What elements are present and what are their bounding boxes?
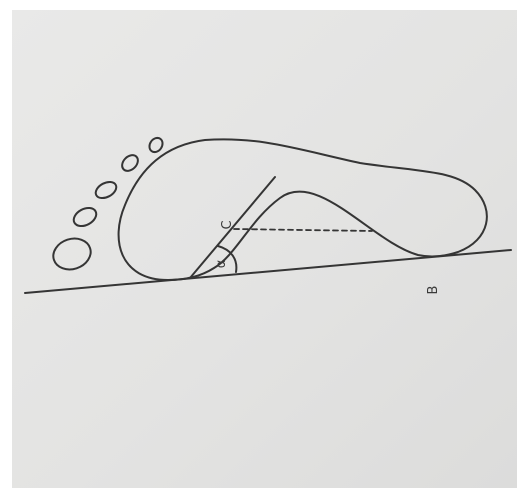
label-point-c: C [220,220,235,229]
label-angle: α [214,260,229,269]
label-point-b: B [426,286,441,295]
paper-sheet [12,10,517,488]
